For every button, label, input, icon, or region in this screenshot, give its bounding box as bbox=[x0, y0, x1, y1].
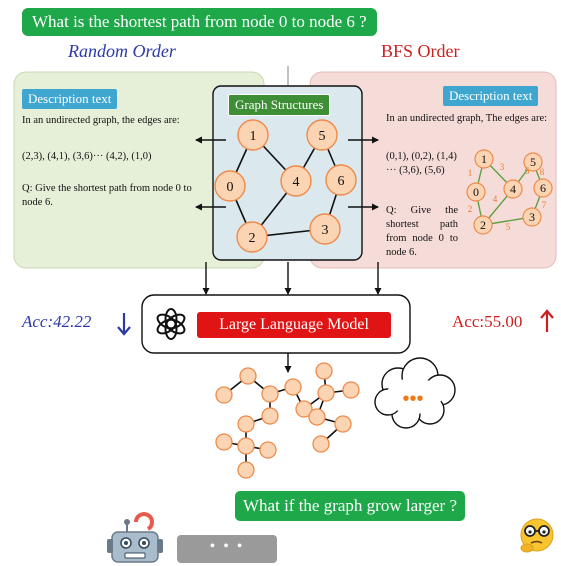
random-accuracy: Acc:42.22 bbox=[22, 312, 92, 331]
random-description-query: Q: Give the shortest path from node 0 to… bbox=[22, 183, 192, 208]
mini-node bbox=[523, 152, 543, 172]
edge-order-label: 8 bbox=[540, 167, 545, 177]
bfs-mini-graph-nodes bbox=[466, 149, 553, 235]
mini-node bbox=[533, 178, 553, 198]
graph-structures-node-labels: 0 1 2 3 4 5 6 bbox=[227, 129, 345, 246]
mini-node-label: 2 bbox=[480, 218, 486, 232]
mini-node bbox=[503, 179, 523, 199]
graph-node bbox=[325, 164, 357, 196]
mini-node bbox=[474, 149, 494, 169]
bfs-edge-order-labels: 1 2 3 4 5 6 7 8 bbox=[468, 162, 547, 232]
graph-node bbox=[237, 119, 269, 151]
graph-structures-label: Graph Structures bbox=[228, 94, 331, 116]
node-label: 6 bbox=[338, 174, 345, 189]
graph-node bbox=[214, 170, 246, 202]
node-label: 5 bbox=[319, 129, 326, 144]
thinking-face-icon bbox=[520, 518, 554, 553]
random-description-edges: (2,3), (4,1), (3,6)··· (4,2), (1,0) bbox=[22, 151, 152, 162]
bfs-description-chip: Description text bbox=[443, 86, 539, 106]
robot-reply-dots: • • • bbox=[209, 538, 245, 555]
arrow-down-icon bbox=[117, 313, 131, 336]
node-label: 3 bbox=[322, 223, 329, 238]
openai-logo-icon bbox=[156, 308, 186, 340]
thought-cloud-icon bbox=[374, 357, 456, 429]
llm-label: Large Language Model bbox=[197, 312, 391, 338]
edge-order-label: 6 bbox=[525, 166, 530, 176]
panel-arrows bbox=[195, 136, 379, 211]
edge-order-label: 7 bbox=[542, 200, 547, 210]
robot-reply-bubble: • • • bbox=[177, 535, 277, 563]
mini-node-label: 6 bbox=[540, 181, 546, 195]
mini-node-label: 0 bbox=[473, 185, 479, 199]
mini-node-label: 5 bbox=[530, 155, 536, 169]
bfs-description-edges: (0,1), (0,2), (1,4) ··· (3,6), (5,6) bbox=[386, 151, 457, 176]
llm-input-arrows bbox=[202, 262, 382, 295]
edge-order-label: 4 bbox=[493, 194, 498, 204]
node-label: 4 bbox=[293, 175, 300, 190]
mini-node-label: 4 bbox=[510, 182, 516, 196]
mini-node bbox=[473, 215, 493, 235]
random-description-chip: Description text bbox=[22, 89, 118, 109]
large-graph-nodes bbox=[215, 362, 360, 479]
thought-dots: ••• bbox=[402, 388, 423, 410]
graph-node bbox=[309, 213, 341, 245]
graph-node bbox=[306, 119, 338, 151]
question-bubble: What is the shortest path from node 0 to… bbox=[22, 8, 377, 36]
robot-icon bbox=[107, 512, 163, 563]
graph-node bbox=[280, 165, 312, 197]
mini-node-label: 3 bbox=[529, 210, 535, 224]
edge-order-label: 3 bbox=[500, 162, 505, 172]
bfs-mini-node-labels: 0 1 2 3 4 5 6 bbox=[473, 152, 546, 232]
graph-structures-nodes bbox=[214, 119, 357, 253]
edge-order-label: 2 bbox=[468, 204, 473, 214]
node-label: 2 bbox=[249, 231, 256, 246]
arrow-up-icon bbox=[540, 309, 554, 332]
edge-order-label: 5 bbox=[506, 222, 511, 232]
bfs-accuracy: Acc:55.00 bbox=[452, 312, 523, 331]
mini-node-label: 1 bbox=[481, 152, 487, 166]
random-order-title: Random Order bbox=[68, 41, 176, 61]
mini-node bbox=[522, 207, 542, 227]
growth-question-bubble: What if the graph grow larger ? bbox=[235, 491, 465, 521]
bfs-description-query: Q: Give the shortest path from node 0 to… bbox=[386, 205, 458, 258]
graph-node bbox=[236, 221, 268, 253]
bfs-description-intro: In an undirected graph, The edges are: bbox=[386, 113, 548, 124]
node-label: 1 bbox=[250, 129, 257, 144]
edge-order-label: 1 bbox=[468, 168, 473, 178]
random-description-intro: In an undirected graph, the edges are: bbox=[22, 115, 180, 126]
mini-node bbox=[466, 182, 486, 202]
node-label: 0 bbox=[227, 180, 234, 195]
bfs-order-title: BFS Order bbox=[381, 41, 460, 61]
